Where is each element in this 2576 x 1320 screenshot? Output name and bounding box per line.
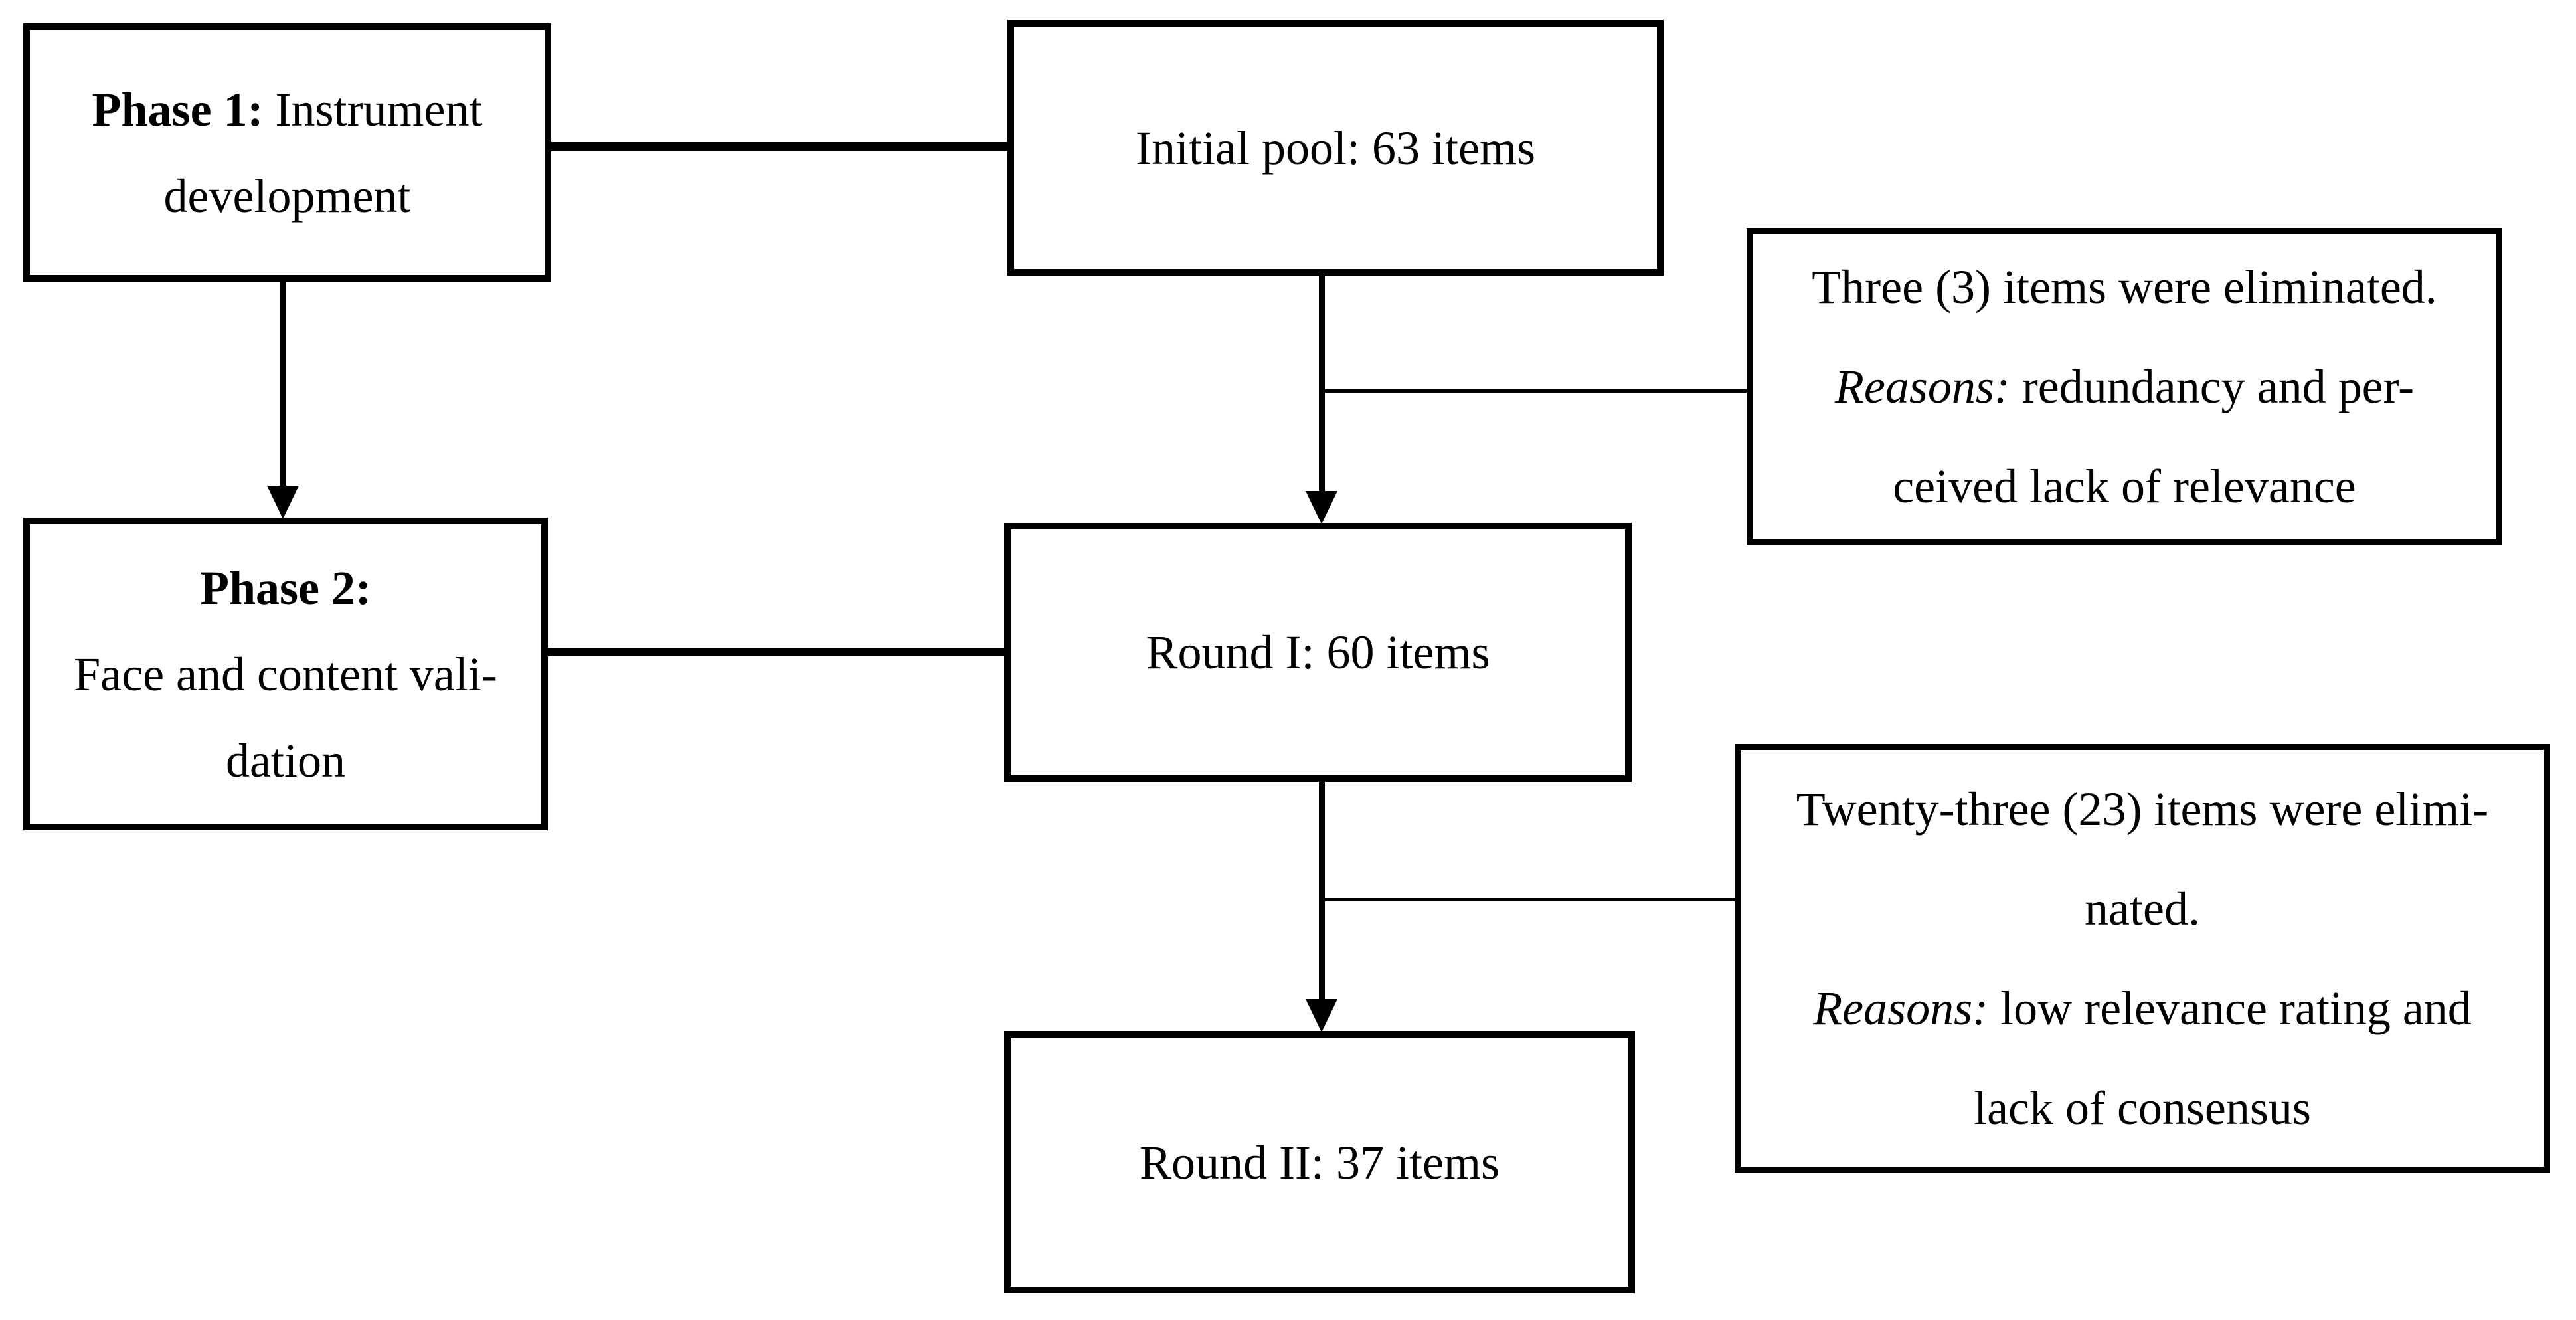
twenty-three-line-4: lack of consensus <box>1974 1081 2311 1135</box>
connector-to-twenty-three-box <box>1319 898 1735 901</box>
arrow-round1-to-round2-head <box>1306 999 1337 1032</box>
twenty-three-line-3: Reasons: low relevance rating and <box>1813 959 2472 1058</box>
twenty-three-line-3-rest: low relevance rating and <box>1988 981 2472 1035</box>
connector-phase1-to-initial-pool <box>550 142 1008 151</box>
phase1-emphasis: Phase 1: <box>92 82 264 136</box>
phase2-line-1: Phase 2: <box>200 545 371 631</box>
round2-label: Round II: 37 items <box>1140 1135 1500 1189</box>
three-items-reasons-emphasis: Reasons: <box>1834 360 2010 413</box>
three-items-line-2-rest: redundancy and per- <box>2010 360 2415 413</box>
flow-box-initial-pool: Initial pool: 63 items <box>1007 20 1664 276</box>
three-items-line-1: Three (3) items were eliminated. <box>1812 260 2437 314</box>
arrow-initial-pool-to-round1-head <box>1306 491 1337 524</box>
arrow-phase1-to-phase2-line <box>280 280 286 490</box>
connector-to-three-items-box <box>1319 389 1747 393</box>
phase2-emphasis: Phase 2: <box>200 561 371 614</box>
round1-label: Round I: 60 items <box>1146 626 1490 679</box>
flow-box-round1: Round I: 60 items <box>1004 523 1632 782</box>
connector-phase2-to-round1 <box>547 648 1005 656</box>
arrow-phase1-to-phase2-head <box>267 486 299 519</box>
three-items-line-2: Reasons: redundancy and per- <box>1835 337 2414 436</box>
initial-pool-label: Initial pool: 63 items <box>1136 121 1535 175</box>
phase2-line-2: Face and content vali- <box>74 647 497 701</box>
twenty-three-reasons-emphasis: Reasons: <box>1813 981 1989 1035</box>
flow-box-phase1: Phase 1: Instrument development <box>23 23 551 282</box>
arrow-round1-to-round2-line <box>1319 781 1325 1002</box>
three-items-line-3: ceived lack of relevance <box>1893 460 2356 513</box>
flow-box-phase2: Phase 2: Face and content vali- dation <box>23 518 548 830</box>
twenty-three-line-2: nated. <box>2085 882 2200 935</box>
phase1-line-1-rest: Instrument <box>263 82 483 136</box>
phase2-line-3: dation <box>226 733 345 787</box>
flow-box-round2: Round II: 37 items <box>1004 1031 1635 1293</box>
phase1-line-1: Phase 1: Instrument <box>92 66 483 153</box>
flow-box-twenty-three-eliminated: Twenty-three (23) items were elimi- nate… <box>1735 744 2550 1173</box>
phase1-line-2: development <box>163 169 411 223</box>
arrow-initial-pool-to-round1-line <box>1319 274 1325 494</box>
flow-box-three-items-eliminated: Three (3) items were eliminated. Reasons… <box>1747 228 2502 545</box>
twenty-three-line-1: Twenty-three (23) items were elimi- <box>1796 782 2489 836</box>
